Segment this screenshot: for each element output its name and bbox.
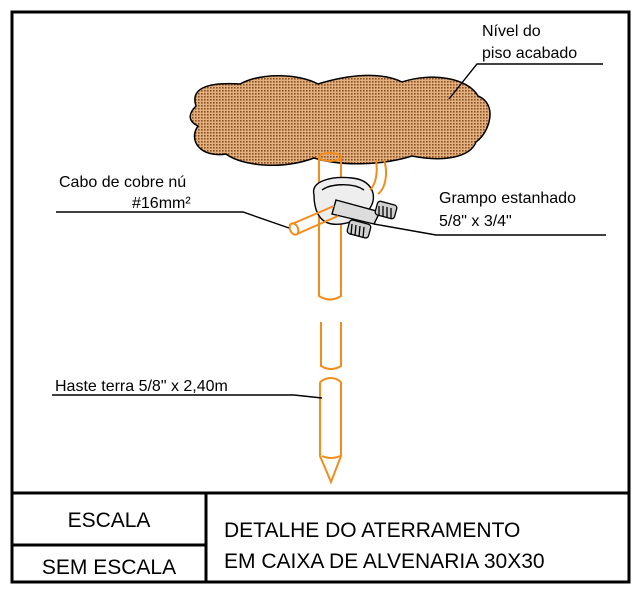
title-block	[12, 491, 629, 582]
cable-label-line2: #16mm²	[132, 195, 191, 212]
rod-leader-line	[52, 394, 323, 399]
clamp-bolts	[346, 200, 398, 239]
drawing-title-line1: DETALHE DO ATERRAMENTO	[224, 519, 520, 542]
clamp-label-line1: Grampo estanhado	[439, 190, 576, 207]
floor-leader-line	[448, 63, 603, 100]
floor-label-line1: Nível do	[482, 23, 541, 40]
drawing-frame	[10, 10, 631, 584]
cable-leader-line	[56, 211, 290, 229]
scale-label: ESCALA	[68, 509, 151, 532]
ground-rod	[318, 152, 342, 485]
rod-label: Haste terra 5/8" x 2,40m	[55, 378, 228, 395]
clamp-leader-line	[373, 223, 606, 236]
copper-cable	[288, 159, 387, 236]
clamp-label-line2: 5/8" x 3/4"	[439, 213, 512, 230]
scale-value: SEM ESCALA	[42, 556, 176, 579]
finished-floor-area	[189, 74, 491, 166]
cable-label-line1: Cabo de cobre nú	[59, 174, 186, 191]
floor-label-line2: piso acabado	[482, 45, 577, 62]
drawing-title-line2: EM CAIXA DE ALVENARIA 30X30	[224, 550, 545, 573]
ground-clamp	[313, 176, 382, 225]
